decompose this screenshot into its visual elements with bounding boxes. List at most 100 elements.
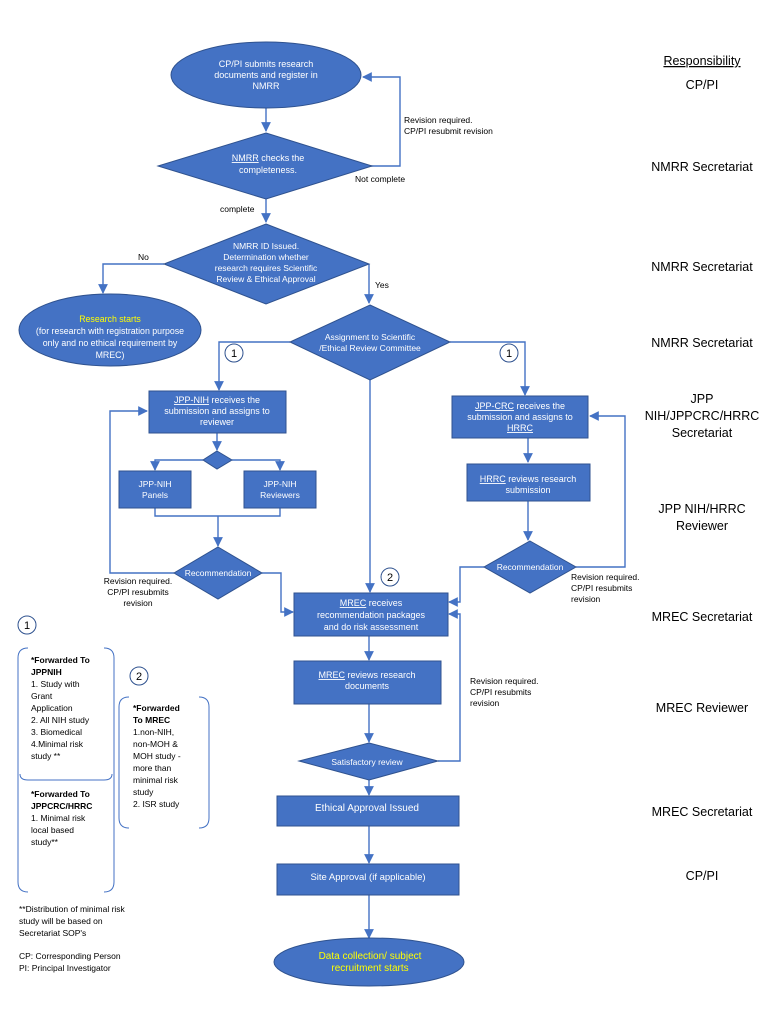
text-line: JPP-NIH [174, 395, 209, 405]
text-line: CP/PI [686, 869, 719, 883]
node-satisfactory [297, 742, 440, 781]
text-line: JPP NIH/HRRC [658, 502, 745, 516]
text-line: JPPNIH [31, 667, 62, 677]
text-line: PI: Principal Investigator [19, 963, 111, 973]
text-line: recruitment starts [331, 963, 408, 974]
node-panels [118, 470, 192, 509]
text-line: JPP-NIH [138, 479, 171, 489]
edge-label-not-complete: Not complete [355, 174, 405, 184]
marker-1-left: 1 [231, 348, 237, 360]
text-line: Ethical Approval Issued [315, 803, 419, 814]
text-line: checks the [259, 153, 305, 163]
text-line: HRRC [480, 474, 506, 484]
note-brackets [17, 647, 210, 893]
text-line: reviews research [345, 670, 416, 680]
note-bracket-mrec-left [118, 696, 130, 829]
text-line: receives [366, 598, 403, 608]
note-bracket-left [17, 647, 29, 893]
node-satisfactory-label: Satisfactory review [331, 757, 403, 767]
text-line: /Ethical Review Committee [319, 343, 421, 353]
text-line: NMRR Secretariat [651, 260, 753, 274]
marker-circle [380, 567, 400, 587]
marker-1-legend: 1 [24, 620, 30, 632]
connector-revision-loop-mrec [438, 609, 461, 762]
text-line: Satisfactory review [331, 757, 403, 767]
text-line: 3. Biomedical [31, 727, 82, 737]
text-line: JPPCRC/HRRC [31, 801, 92, 811]
text-line: 2. All NIH study [31, 715, 90, 725]
text-line: study ** [31, 751, 61, 761]
text-line: documents [345, 681, 390, 691]
text-line: NMRR [232, 153, 259, 163]
responsibility-row-4: NMRR Secretariat [651, 336, 753, 350]
text-line: receives the [209, 395, 260, 405]
connector-right-rec-to-mrec [448, 566, 484, 607]
node-data-collection [273, 937, 465, 987]
node-recommendation-left [173, 546, 263, 600]
text-line: submission and assigns to [467, 412, 573, 422]
connector-no [98, 263, 164, 294]
text-line: MOH study - [133, 751, 181, 761]
text-line: Revision required. [104, 576, 173, 586]
text-line: *Forwarded To [31, 655, 90, 665]
marker-circle [129, 666, 149, 686]
text-line: reviewer [200, 417, 234, 427]
text-line: NMRR Secretariat [651, 336, 753, 350]
text-line: Application [31, 703, 73, 713]
text-line: and do risk assessment [324, 622, 419, 632]
text-line: non-MOH & [133, 739, 178, 749]
edge-label-yes: Yes [375, 280, 389, 290]
text-line: submission and assigns to [164, 406, 270, 416]
text-line: submission [505, 485, 550, 495]
note-bracket-right [103, 647, 115, 893]
text-line: recommendation packages [317, 610, 426, 620]
node-mrec-receives [293, 592, 449, 637]
connector-split-to-panels [150, 459, 203, 471]
node-site [276, 863, 460, 896]
node-ethical [276, 795, 460, 827]
text-line: Not complete [355, 174, 405, 184]
text-line: MREC) [96, 350, 125, 360]
responsibility-row-1: CP/PI [686, 78, 719, 92]
text-line: To MREC [133, 715, 170, 725]
text-line: CP/PI [686, 78, 719, 92]
text-line: research requires Scientific [215, 263, 318, 273]
node-jpp-nih [148, 390, 287, 434]
responsibility-row-3: NMRR Secretariat [651, 260, 753, 274]
text-line: CP/PI resubmits [107, 587, 168, 597]
node-recommendation-right-label: Recommendation [497, 562, 564, 572]
text-line: revision [123, 598, 153, 608]
text-line: receives the [514, 401, 565, 411]
text-line: Secretariat SOP's [19, 928, 86, 938]
text-line: Recommendation [185, 568, 252, 578]
node-site-label: Site Approval (if applicable) [310, 872, 425, 883]
marker-1-right: 1 [506, 348, 512, 360]
text-line: Reviewer [676, 519, 728, 533]
text-line: **Distribution of minimal risk [19, 904, 126, 914]
text-line: 1. Study with [31, 679, 80, 689]
text-line: Site Approval (if applicable) [310, 872, 425, 883]
connector-revision-loop-right [576, 411, 626, 568]
node-research-starts [18, 293, 202, 367]
text-line: reviews research [506, 474, 577, 484]
responsibility-row-7: MREC Secretariat [652, 610, 753, 624]
note-distribution: **Distribution of minimal risk study will… [19, 904, 126, 938]
responsibility-row-6: JPP NIH/HRRC Reviewer [658, 502, 745, 533]
node-id-issued [162, 223, 371, 305]
text-line: Recommendation [497, 562, 564, 572]
text-line: study will be based on [19, 916, 103, 926]
node-hrrc-reviews [466, 463, 591, 502]
node-jpp-crc [451, 395, 589, 439]
node-ethical-label: Ethical Approval Issued [315, 803, 419, 814]
text-line: No [138, 252, 149, 262]
